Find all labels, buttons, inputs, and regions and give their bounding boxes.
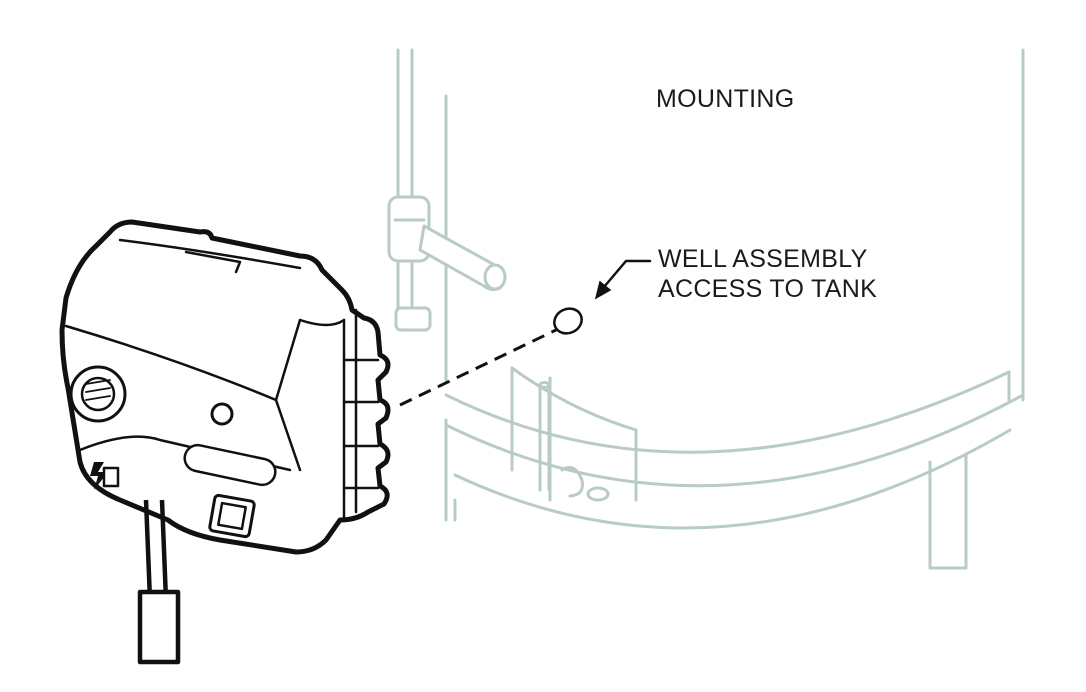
valve-top-ridge — [118, 238, 302, 270]
sensor-wire-left — [143, 499, 153, 601]
connector-port-inner — [217, 501, 247, 531]
sensor-probe — [137, 499, 181, 665]
well-assembly-opening — [553, 307, 583, 335]
igniter-spark-box — [102, 466, 120, 488]
valve-side-edge — [298, 318, 346, 327]
callout-arrowhead — [594, 280, 612, 300]
valve-housing — [59, 219, 391, 555]
drain-knob — [586, 486, 610, 502]
valve-slot-bar — [183, 443, 277, 487]
callout-label: WELL ASSEMBLY ACCESS TO TANK — [658, 244, 877, 304]
igniter-spark-icon — [90, 462, 120, 490]
alignment-dashed-line — [399, 328, 557, 407]
water-heater-tank — [396, 48, 1025, 570]
valve-front-face-top — [64, 318, 302, 402]
callout-line-1: WELL ASSEMBLY — [658, 245, 868, 273]
pipe-fitting — [394, 306, 432, 332]
control-knob — [69, 365, 127, 423]
connector-port — [208, 493, 256, 539]
callout-arrow — [594, 259, 652, 300]
sensor-probe-body — [137, 589, 181, 665]
callout-leader-line — [602, 259, 652, 289]
valve-side-slots — [342, 358, 380, 490]
control-knob-grip — [85, 379, 111, 401]
tank-bottom-curve — [444, 370, 1011, 454]
status-light — [210, 402, 234, 426]
connector-port-outer — [208, 493, 256, 539]
tank-bottom-band-upper — [444, 393, 1025, 488]
tank-bottom-band-lower — [453, 428, 1012, 530]
diagram-title: MOUNTING — [656, 85, 795, 113]
panel-top-edge — [510, 366, 638, 432]
igniter-spark-bolt — [90, 462, 108, 490]
control-knob-inner — [80, 376, 116, 412]
valve-top-vent — [184, 250, 242, 274]
valve-front-edge — [274, 398, 302, 472]
callout-line-2: ACCESS TO TANK — [658, 275, 878, 303]
pipe-bracket — [387, 195, 507, 332]
valve-lower-step — [78, 435, 292, 472]
drain-outlet — [560, 466, 584, 498]
tank-leg-right — [928, 453, 968, 570]
gas-control-valve — [59, 219, 391, 555]
sensor-wire-right — [159, 499, 169, 601]
drain-pipe-top — [538, 381, 551, 389]
pipe-arm-end — [483, 263, 507, 291]
